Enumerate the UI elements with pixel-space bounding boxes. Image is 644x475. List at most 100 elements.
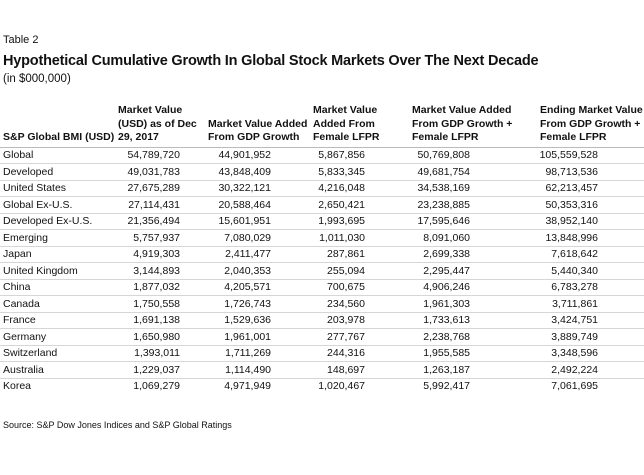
row-label: United Kingdom [0, 262, 115, 280]
value-cell: 43,848,409 [205, 163, 310, 181]
value-cell: 50,353,316 [537, 196, 644, 214]
value-cell: 2,040,353 [205, 262, 310, 280]
row-label: Australia [0, 361, 115, 379]
value-cell: 2,238,768 [409, 328, 537, 346]
value-cell: 17,595,646 [409, 213, 537, 230]
value-cell: 2,492,224 [537, 361, 644, 379]
value-cell: 1,726,743 [205, 295, 310, 313]
value-cell: 203,978 [310, 312, 409, 329]
value-cell: 4,919,303 [115, 246, 205, 263]
value-cell: 4,205,571 [205, 279, 310, 296]
value-cell: 3,889,749 [537, 328, 644, 346]
value-cell: 287,861 [310, 246, 409, 263]
table-header-row: S&P Global BMI (USD) Market Value (USD) … [0, 104, 644, 148]
row-label: Canada [0, 295, 115, 313]
market-growth-table: S&P Global BMI (USD) Market Value (USD) … [0, 104, 644, 394]
value-cell: 6,783,278 [537, 279, 644, 296]
row-label: Emerging [0, 229, 115, 247]
value-cell: 7,618,642 [537, 246, 644, 263]
value-cell: 30,322,121 [205, 180, 310, 197]
value-cell: 1,691,138 [115, 312, 205, 329]
value-cell: 62,213,457 [537, 180, 644, 197]
value-cell: 4,971,949 [224, 380, 271, 393]
value-cell: 5,867,856 [310, 147, 409, 164]
value-cell: 15,601,951 [205, 213, 310, 230]
value-cell: 234,560 [310, 295, 409, 313]
value-cell: 98,713,536 [537, 163, 644, 181]
row-label: Global Ex-U.S. [0, 196, 115, 214]
row-label: Developed Ex-U.S. [0, 213, 115, 230]
value-cell: 8,091,060 [409, 229, 537, 247]
table-subtitle: (in $000,000) [3, 73, 71, 85]
value-cell: 1,263,187 [409, 361, 537, 379]
value-cell: 5,992,417 [423, 380, 470, 393]
value-cell: 27,675,289 [115, 180, 205, 197]
column-header: S&P Global BMI (USD) [0, 104, 115, 148]
value-cell: 1,711,269 [205, 345, 310, 362]
value-cell: 1,011,030 [310, 229, 409, 247]
value-cell: 27,114,431 [115, 196, 205, 214]
source-note: Source: S&P Dow Jones Indices and S&P Gl… [3, 420, 232, 430]
value-cell: 4,906,246 [409, 279, 537, 296]
value-cell: 1,650,980 [115, 328, 205, 346]
value-cell: 1,069,279 [133, 380, 180, 393]
value-cell: 1,733,613 [409, 312, 537, 329]
value-cell: 34,538,169 [409, 180, 537, 197]
value-cell: 5,440,340 [537, 262, 644, 280]
row-label: France [0, 312, 115, 329]
value-cell: 2,295,447 [409, 262, 537, 280]
row-label: Switzerland [0, 345, 115, 362]
value-cell: 1,961,001 [205, 328, 310, 346]
value-cell: 44,901,952 [205, 147, 310, 164]
value-cell: 148,697 [310, 361, 409, 379]
column-header: Market Value Added From Female LFPR [310, 104, 409, 148]
row-label: Germany [0, 328, 115, 346]
value-cell: 4,216,048 [310, 180, 409, 197]
value-cell: 1,993,695 [310, 213, 409, 230]
value-cell: 2,411,477 [205, 246, 310, 263]
value-cell: 1,529,636 [205, 312, 310, 329]
value-cell: 1,229,037 [115, 361, 205, 379]
value-cell: 1,877,032 [115, 279, 205, 296]
table-row: Korea 1,069,279 4,971,949 1,020,467 5,992,41… [0, 378, 644, 394]
column-header: Market Value (USD) as of Dec 29, 2017 [115, 104, 205, 148]
value-cell: 3,144,893 [115, 262, 205, 280]
value-cell: 21,356,494 [115, 213, 205, 230]
value-cell: 244,316 [310, 345, 409, 362]
value-cell: 7,080,029 [205, 229, 310, 247]
value-cell: 1,020,467 [318, 380, 365, 393]
value-cell: 5,757,937 [115, 229, 205, 247]
value-cell: 700,675 [310, 279, 409, 296]
value-cell: 1,750,558 [115, 295, 205, 313]
value-cell: 277,767 [310, 328, 409, 346]
value-cell: 38,952,140 [537, 213, 644, 230]
value-cell: 7,061,695 [551, 380, 598, 393]
row-label: Korea [3, 380, 32, 393]
value-cell: 49,031,783 [115, 163, 205, 181]
value-cell: 54,789,720 [115, 147, 205, 164]
value-cell: 5,833,345 [310, 163, 409, 181]
table-label: Table 2 [3, 34, 39, 46]
row-label: China [0, 279, 115, 296]
column-header: Market Value Added From GDP Growth [205, 104, 310, 148]
row-label: Developed [0, 163, 115, 181]
column-header: Market Value Added From GDP Growth + Fem… [409, 104, 537, 148]
value-cell: 49,681,754 [409, 163, 537, 181]
row-label: Japan [0, 246, 115, 263]
value-cell: 50,769,808 [409, 147, 537, 164]
value-cell: 2,650,421 [310, 196, 409, 214]
value-cell: 3,711,861 [537, 295, 644, 313]
value-cell: 3,424,751 [537, 312, 644, 329]
value-cell: 1,114,490 [205, 361, 310, 379]
value-cell: 1,955,585 [409, 345, 537, 362]
value-cell: 23,238,885 [409, 196, 537, 214]
value-cell: 105,559,528 [537, 147, 644, 164]
value-cell: 2,699,338 [409, 246, 537, 263]
